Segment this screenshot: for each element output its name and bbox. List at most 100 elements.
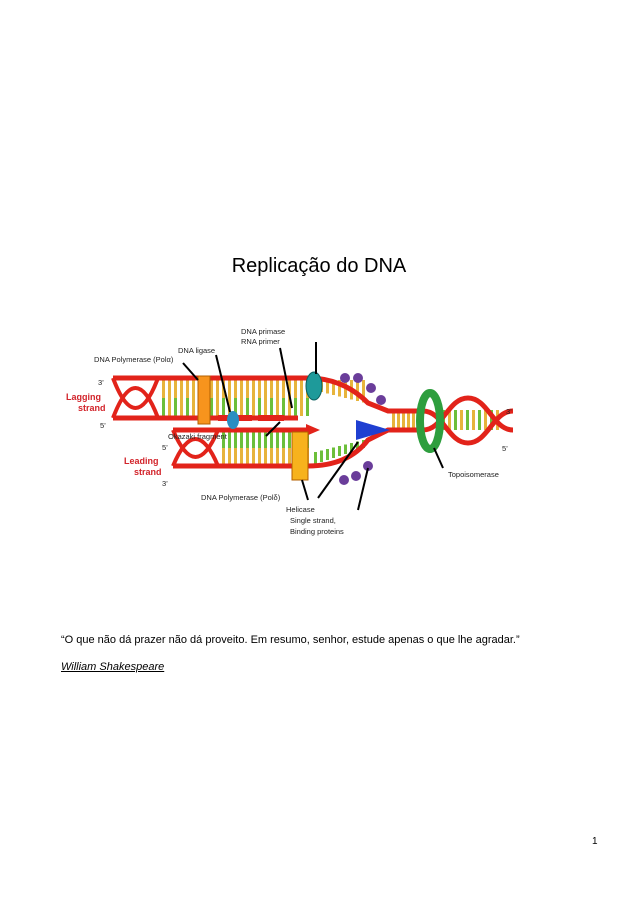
- base-pair-rung: [282, 448, 285, 464]
- label-rna-primer: RNA primer: [241, 337, 280, 346]
- base-pair-rung: [356, 380, 359, 401]
- base-pair-rung: [490, 410, 493, 430]
- base-pair-rung: [276, 380, 279, 398]
- base-pair-rung: [332, 380, 335, 395]
- label-topoisomerase: Topoisomerase: [448, 470, 499, 479]
- label-helicase: Helicase: [286, 505, 315, 514]
- base-pair-rung: [228, 448, 231, 464]
- base-pair-rung: [168, 380, 171, 398]
- label-leading-strand-1: Leading: [124, 456, 159, 466]
- label-ssb-2: Binding proteins: [290, 527, 344, 536]
- base-pair-rung: [240, 432, 243, 448]
- base-pair-rung: [234, 380, 237, 398]
- base-pair-rung: [252, 448, 255, 464]
- base-pair-rung: [210, 398, 213, 416]
- label-okazaki-fragment: Okazaki fragment: [168, 432, 228, 441]
- base-pair-rung: [168, 398, 171, 416]
- label-lead-3prime: 3’: [162, 479, 168, 488]
- dna-polymerase-delta: [291, 431, 309, 481]
- page-title: Replicação do DNA: [231, 255, 407, 277]
- label-lag-3prime: 3’: [98, 378, 104, 387]
- base-pair-rung: [466, 410, 469, 430]
- label-dna-polymerase-delta: DNA Polymerase (Polδ): [201, 493, 281, 502]
- base-pair-rung: [222, 432, 225, 448]
- base-pair-rung: [252, 380, 255, 398]
- label-ssb-1: Single strand,: [290, 516, 336, 525]
- dna-primase: [305, 371, 323, 401]
- base-pair-rung: [228, 432, 231, 448]
- label-leading-strand-2: strand: [134, 467, 162, 477]
- base-pair-rung: [252, 432, 255, 448]
- base-pair-rung: [288, 380, 291, 398]
- base-pair-rung: [402, 413, 405, 428]
- helicase: [356, 420, 390, 440]
- base-pair-rung: [270, 398, 273, 416]
- topoisomerase: [416, 389, 444, 453]
- base-pair-rung: [407, 413, 410, 428]
- base-pair-rung: [270, 380, 273, 398]
- label-lag-5prime: 5’: [100, 421, 106, 430]
- base-pair-rung: [338, 446, 341, 456]
- base-pair-rung: [356, 441, 359, 450]
- quote-text: “O que não dá prazer não dá proveito. Em…: [61, 634, 520, 646]
- dna-replication-diagram: DNA primase RNA primer DNA ligase DNA Po…: [66, 327, 514, 536]
- dna-polymerase-alpha: [197, 375, 211, 425]
- base-pair-rung: [294, 398, 297, 416]
- base-pair-rung: [264, 398, 267, 416]
- base-pair-rung: [276, 448, 279, 464]
- base-pair-rung: [326, 380, 329, 394]
- base-pair-rung: [282, 432, 285, 448]
- base-pair-rung: [258, 398, 261, 416]
- leading-arrow-head: [306, 424, 320, 436]
- base-pair-rung: [397, 413, 400, 428]
- base-pair-rung: [276, 398, 279, 416]
- base-pair-rung: [258, 432, 261, 448]
- base-pair-rung: [258, 380, 261, 398]
- base-pair-rung: [478, 410, 481, 430]
- base-pair-rung: [264, 380, 267, 398]
- base-pair-rung: [392, 413, 395, 428]
- lagging-template-strand: [113, 375, 423, 414]
- quote-author: William Shakespeare: [61, 661, 165, 673]
- base-pair-rung: [270, 448, 273, 464]
- base-pair-rung: [180, 380, 183, 398]
- base-pair-rung: [192, 380, 195, 398]
- lagging-helix-left: [111, 377, 160, 419]
- base-pair-rung: [162, 398, 165, 416]
- base-pair-rung: [306, 398, 309, 416]
- base-pair-rung: [186, 398, 189, 416]
- base-pair-rung: [300, 380, 303, 398]
- base-pair-rung: [228, 380, 231, 398]
- page-number: 1: [592, 836, 598, 847]
- base-pair-rung: [326, 449, 329, 460]
- base-pair-rung: [282, 398, 285, 416]
- base-pair-rung: [240, 398, 243, 416]
- base-pair-rung: [460, 410, 463, 430]
- dna-ligase: [227, 411, 239, 429]
- base-pair-rung: [258, 448, 261, 464]
- base-pair-rung: [270, 432, 273, 448]
- base-pair-rung: [222, 398, 225, 416]
- base-pair-rung: [192, 398, 195, 416]
- base-pair-rung: [264, 432, 267, 448]
- base-pair-rung: [344, 444, 347, 454]
- label-dna-primase: DNA primase: [241, 327, 285, 336]
- base-pair-rung: [210, 380, 213, 398]
- label-dna-polymerase-alpha: DNA Polymerase (Polα): [94, 355, 174, 364]
- base-pair-rung: [276, 432, 279, 448]
- base-pair-rung: [180, 398, 183, 416]
- base-pair-rung: [174, 380, 177, 398]
- base-pair-rung: [216, 380, 219, 398]
- base-pair-rung: [412, 413, 415, 428]
- base-pair-rung: [234, 432, 237, 448]
- base-pair-rung: [338, 380, 341, 397]
- base-pair-rung: [264, 448, 267, 464]
- base-pair-rung: [314, 452, 317, 464]
- label-lead-5prime: 5’: [162, 443, 168, 452]
- base-pair-rung: [282, 380, 285, 398]
- base-pair-rung: [246, 398, 249, 416]
- base-pair-rung: [240, 448, 243, 464]
- label-right-5prime: 5’: [502, 444, 508, 453]
- base-pair-rung: [222, 448, 225, 464]
- base-pair-rung: [288, 432, 291, 448]
